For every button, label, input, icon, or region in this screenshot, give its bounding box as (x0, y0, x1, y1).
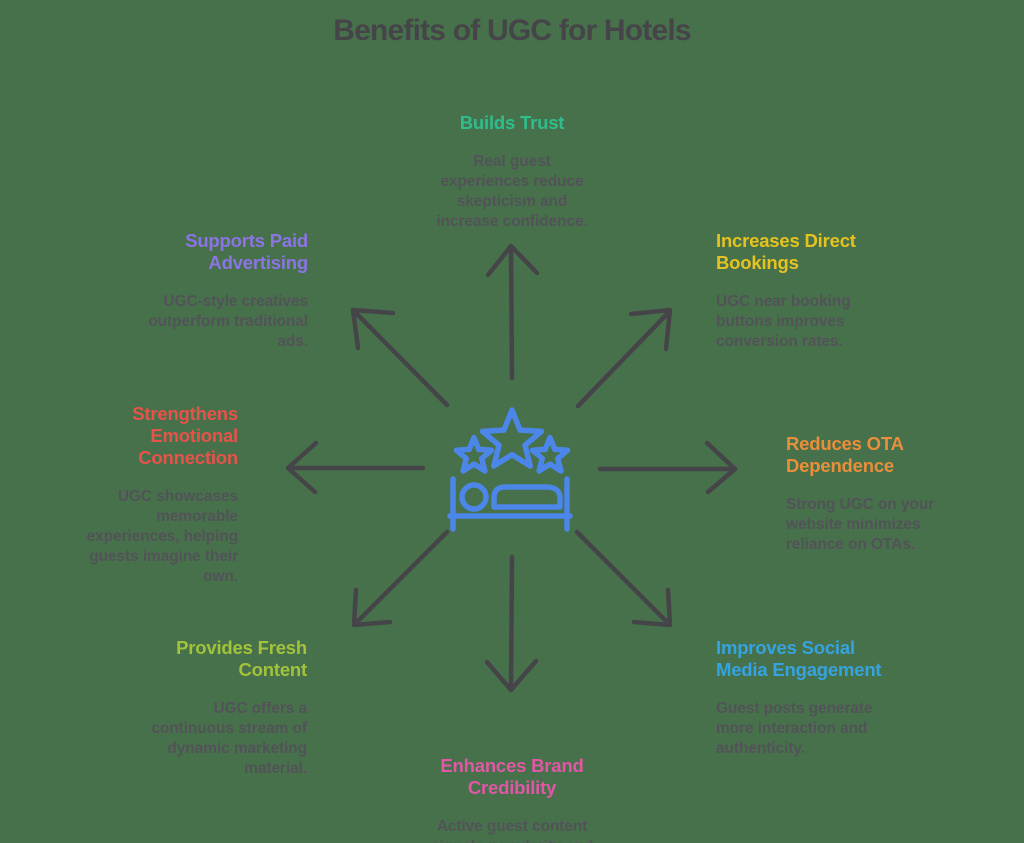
benefit-heading: Builds Trust (459, 112, 565, 133)
benefit-body: UGC offers a continuous stream of dynami… (151, 700, 307, 777)
bed-mattress (491, 484, 563, 510)
radial-arrows (285, 243, 738, 693)
benefit-strengthens-emotional-connection: Strengthens Emotional Connection UGC sho… (32, 385, 239, 605)
benefit-reduces-ota-dependence: Reduces OTA Dependence Strong UGC on you… (786, 415, 976, 573)
benefit-body: Real guest experiences reduce skepticism… (436, 153, 588, 230)
star-icon-right (532, 438, 567, 471)
benefit-body: UGC-style creatives outperform tradition… (148, 293, 308, 350)
arrow-down-head (484, 658, 539, 693)
benefit-body: Guest posts generate more interaction an… (716, 700, 873, 757)
benefit-heading: Increases Direct Bookings (716, 230, 856, 273)
benefit-heading: Supports Paid Advertising (185, 230, 308, 273)
benefit-heading: Strengthens Emotional Connection (132, 403, 238, 468)
benefit-increases-direct-bookings: Increases Direct Bookings UGC near booki… (716, 212, 906, 370)
arrow-right-head (704, 440, 738, 495)
hotel-bed-stars-icon (450, 410, 570, 529)
benefit-provides-fresh-content: Provides Fresh Content UGC offers a cont… (97, 619, 307, 797)
arrow-down-right (574, 529, 671, 626)
arrow-up (508, 245, 515, 381)
benefit-enhances-brand-credibility: Enhances Brand Credibility Active guest … (392, 737, 632, 843)
benefit-body: UGC showcases memorable experiences, hel… (86, 488, 238, 585)
arrow-up-right (575, 310, 671, 409)
benefit-heading: Improves Social Media Engagement (716, 637, 882, 680)
bed-pillow (459, 482, 489, 512)
benefit-heading: Enhances Brand Credibility (440, 755, 584, 798)
arrow-up-head (485, 243, 540, 278)
benefit-body: UGC near booking buttons improves conver… (716, 293, 851, 350)
benefit-body: Active guest content signals popularity … (431, 818, 593, 843)
arrow-down-left (353, 529, 450, 626)
arrow-down-left-head (351, 587, 393, 628)
benefit-improves-social-media-engagement: Improves Social Media Engagement Guest p… (716, 619, 916, 777)
arrow-up-right-head (628, 307, 673, 352)
benefit-supports-paid-advertising: Supports Paid Advertising UGC-style crea… (98, 212, 308, 370)
star-icon-left (456, 438, 491, 471)
arrow-left-head (285, 440, 319, 495)
page-title: Benefits of UGC for Hotels (333, 14, 691, 47)
benefit-heading: Reduces OTA Dependence (786, 433, 904, 476)
arrow-up-left (352, 309, 450, 408)
benefit-heading: Provides Fresh Content (176, 637, 307, 680)
benefit-body: Strong UGC on your website minimizes rel… (786, 496, 935, 553)
arrow-down (508, 554, 515, 690)
star-icon-center (483, 410, 542, 466)
benefit-builds-trust: Builds Trust Real guest experiences redu… (392, 94, 632, 250)
arrow-up-left-head (350, 307, 396, 351)
arrow-down-right-head (631, 587, 673, 628)
